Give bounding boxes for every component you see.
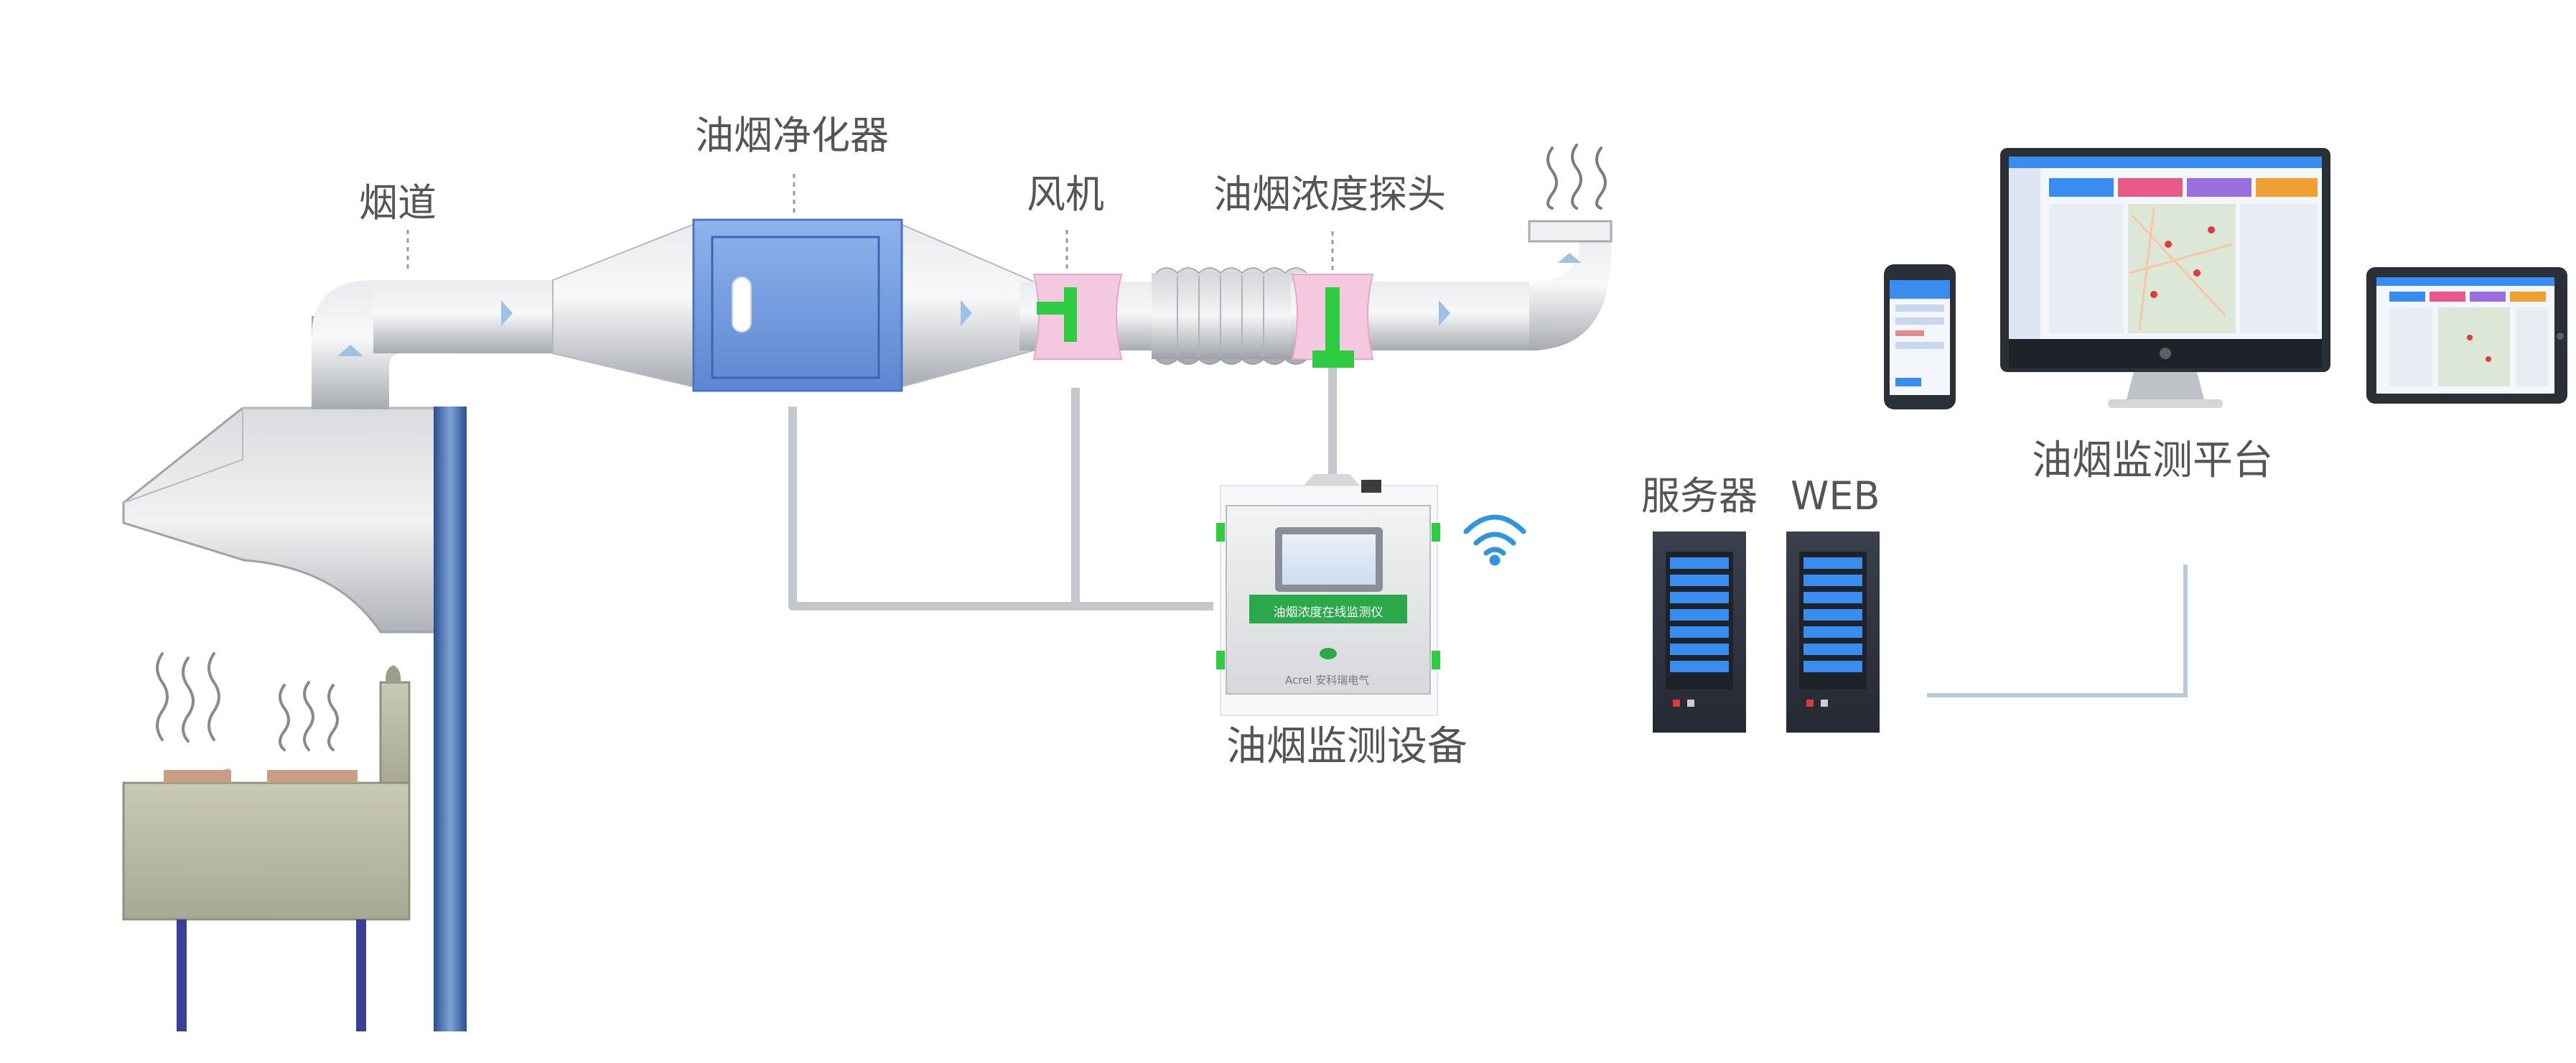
connection-lines [788, 368, 1337, 611]
wifi-icon [1463, 514, 1526, 566]
chimney-pipe [434, 407, 467, 1031]
monitor-device-label: 油烟监测设备 [1226, 723, 1467, 770]
fan-label: 风机 [1027, 172, 1104, 217]
web-server-icon [1786, 532, 1880, 733]
stove [122, 665, 411, 1031]
desktop-monitor-icon [2000, 148, 2330, 408]
server-label: 服务器 [1641, 473, 1758, 519]
flue-label: 烟道 [359, 180, 437, 226]
device-panel-text: 油烟浓度在线监测仪 [1273, 605, 1383, 620]
probe-label: 油烟浓度探头 [1213, 172, 1446, 217]
purifier-label: 油烟净化器 [695, 113, 889, 158]
platform-label: 油烟监测平台 [2032, 437, 2273, 484]
leader-lines [406, 174, 1334, 273]
steam-icon [156, 652, 339, 751]
flow-arrow-icon [337, 300, 1450, 356]
exhaust-steam-icon [1546, 144, 1607, 210]
oil-fume-monitor-device [1216, 474, 1440, 716]
server-rack-icon [1653, 532, 1746, 733]
fan [1032, 274, 1123, 360]
bellows-duct [1152, 267, 1307, 365]
oil-fume-purifier [692, 218, 903, 392]
smartphone-icon [1884, 264, 1956, 409]
tablet-icon [2366, 267, 2567, 404]
oil-fume-probe [1291, 274, 1374, 368]
web-label: WEB [1791, 473, 1880, 519]
range-hood [122, 407, 447, 633]
device-brand-logo: Acrel 安科瑞电气 [1285, 674, 1370, 687]
network-line [1927, 565, 2188, 697]
